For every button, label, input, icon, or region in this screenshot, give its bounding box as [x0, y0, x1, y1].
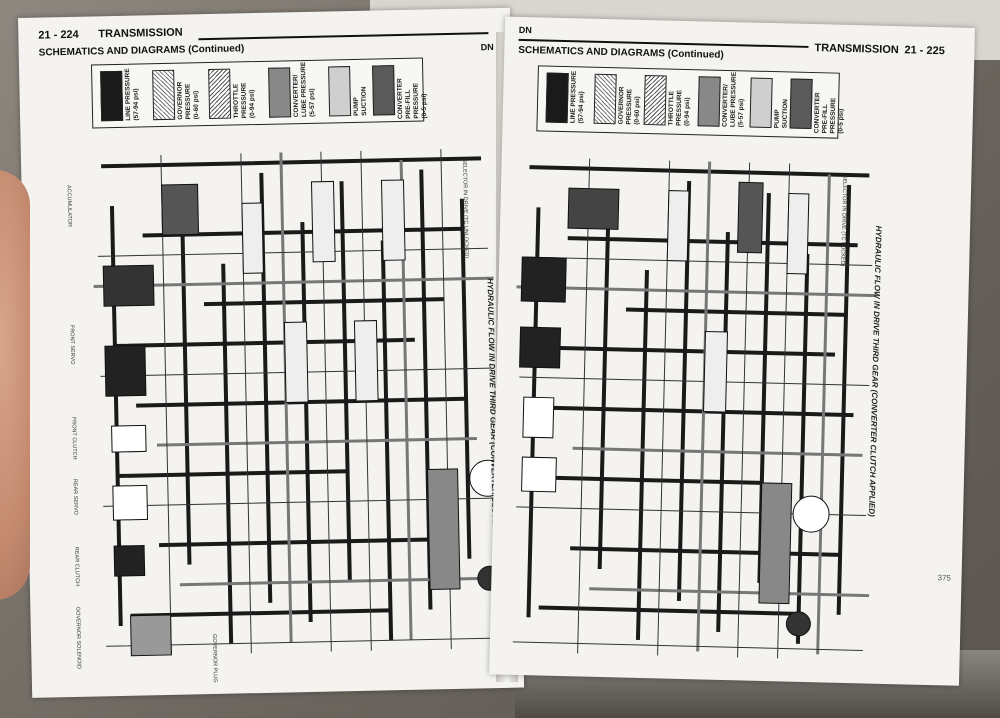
legend-swatch-suction	[328, 66, 352, 117]
legend-swatch-prefill	[789, 78, 813, 130]
legend-swatch-converter	[268, 67, 292, 118]
legend-swatch-line	[100, 70, 124, 122]
left-code: DN	[480, 42, 494, 53]
legend-label: CONVERTER PRE-FILL PRESSURE (0-5 psi)	[813, 92, 845, 134]
legend-swatch-throttle	[643, 74, 667, 126]
right-page: DN TRANSMISSION 21 - 225 SCHEMATICS AND …	[489, 16, 975, 686]
legend-label: PUMP SUCTION	[352, 86, 369, 117]
legend-label: CONVERTER/ LUBE PRESSURE (5-57 psi)	[292, 61, 317, 118]
left-legend: LINE PRESSURE (57-94 psi) GOVERNOR PRESS…	[90, 57, 428, 129]
legend-label: LINE PRESSURE (57-94 psi)	[124, 68, 141, 121]
left-header-rule	[198, 32, 489, 41]
left-subheader: SCHEMATICS AND DIAGRAMS (Continued)	[38, 43, 245, 59]
hand-holding-book	[0, 170, 30, 600]
legend-swatch-governor	[593, 73, 617, 125]
legend-swatch-throttle	[208, 68, 232, 120]
left-page-number: 21 - 224	[38, 28, 79, 42]
legend-label: GOVERNOR PRESSURE (0-60 psi)	[176, 81, 201, 120]
legend-swatch-governor	[152, 69, 176, 121]
label-rear-servo: REAR SERVO	[71, 478, 79, 515]
legend-swatch-prefill	[372, 65, 396, 116]
label-front-servo: FRONT SERVO	[68, 324, 76, 365]
right-hydraulic-schematic	[512, 158, 877, 659]
legend-label: CONVERTER/ LUBE PRESSURE (5-57 psi)	[721, 71, 746, 128]
right-legend: LINE PRESSURE (57-94 psi) GOVERNOR PRESS…	[536, 65, 845, 139]
left-page: 21 - 224 TRANSMISSION SCHEMATICS AND DIA…	[18, 7, 525, 698]
left-section-title: TRANSMISSION	[98, 26, 183, 41]
legend-label: LINE PRESSURE (57-94 psi)	[569, 70, 586, 124]
legend-swatch-suction	[749, 77, 773, 129]
left-hydraulic-schematic	[93, 149, 507, 657]
legend-swatch-line	[545, 72, 569, 124]
legend-label: GOVERNOR PRESSURE (0-60 psi)	[617, 86, 642, 125]
label-rear-clutch: REAR CLUTCH	[73, 546, 80, 587]
right-page-number: 21 - 225	[904, 44, 945, 58]
right-subheader: SCHEMATICS AND DIAGRAMS (Continued)	[518, 44, 724, 61]
legend-label: PUMP SUCTION	[773, 99, 790, 129]
legend-swatch-converter	[697, 76, 721, 127]
label-accumulator: ACCUMULATOR	[65, 184, 73, 228]
label-governor-plug: GOVERNOR PLUG	[210, 633, 218, 683]
right-section-title: TRANSMISSION	[814, 42, 899, 57]
legend-label: CONVERTER PRE-FILL PRESSURE (0-5 psi)	[396, 78, 429, 120]
label-governor-solenoid: GOVERNOR SOLENOID	[74, 606, 82, 669]
legend-label: THROTTLE PRESSURE (0-94 psi)	[667, 89, 692, 127]
right-code: DN	[518, 24, 532, 36]
label-front-clutch: FRONT CLUTCH	[70, 416, 78, 460]
corner-page-number: 375	[937, 573, 952, 583]
legend-label: THROTTLE PRESSURE (0-94 psi)	[232, 82, 257, 119]
